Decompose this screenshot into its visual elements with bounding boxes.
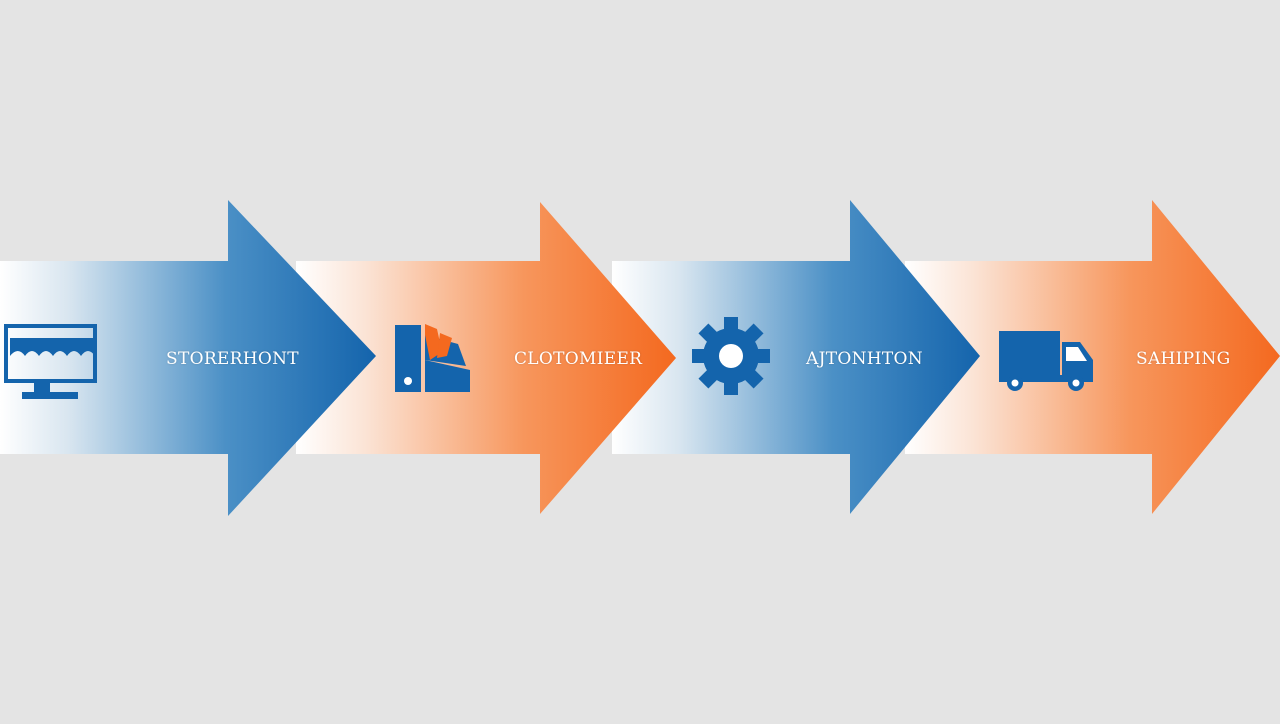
gear-icon <box>692 317 770 395</box>
arrow-automation <box>612 200 980 514</box>
arrow-shipping <box>905 200 1280 514</box>
monitor-icon <box>4 324 97 399</box>
step-label-shipping: SAHIPING <box>1136 349 1231 369</box>
arrow-storefront <box>0 200 376 516</box>
delivery-truck-icon <box>999 331 1093 391</box>
arrow-customizer <box>296 202 676 514</box>
step-label-customizer: CLOTOMIEER <box>514 349 643 369</box>
step-label-storefront: STORERHONT <box>166 349 299 369</box>
color-swatch-icon <box>395 324 470 392</box>
step-label-automation: AJTONHTON <box>806 349 923 369</box>
